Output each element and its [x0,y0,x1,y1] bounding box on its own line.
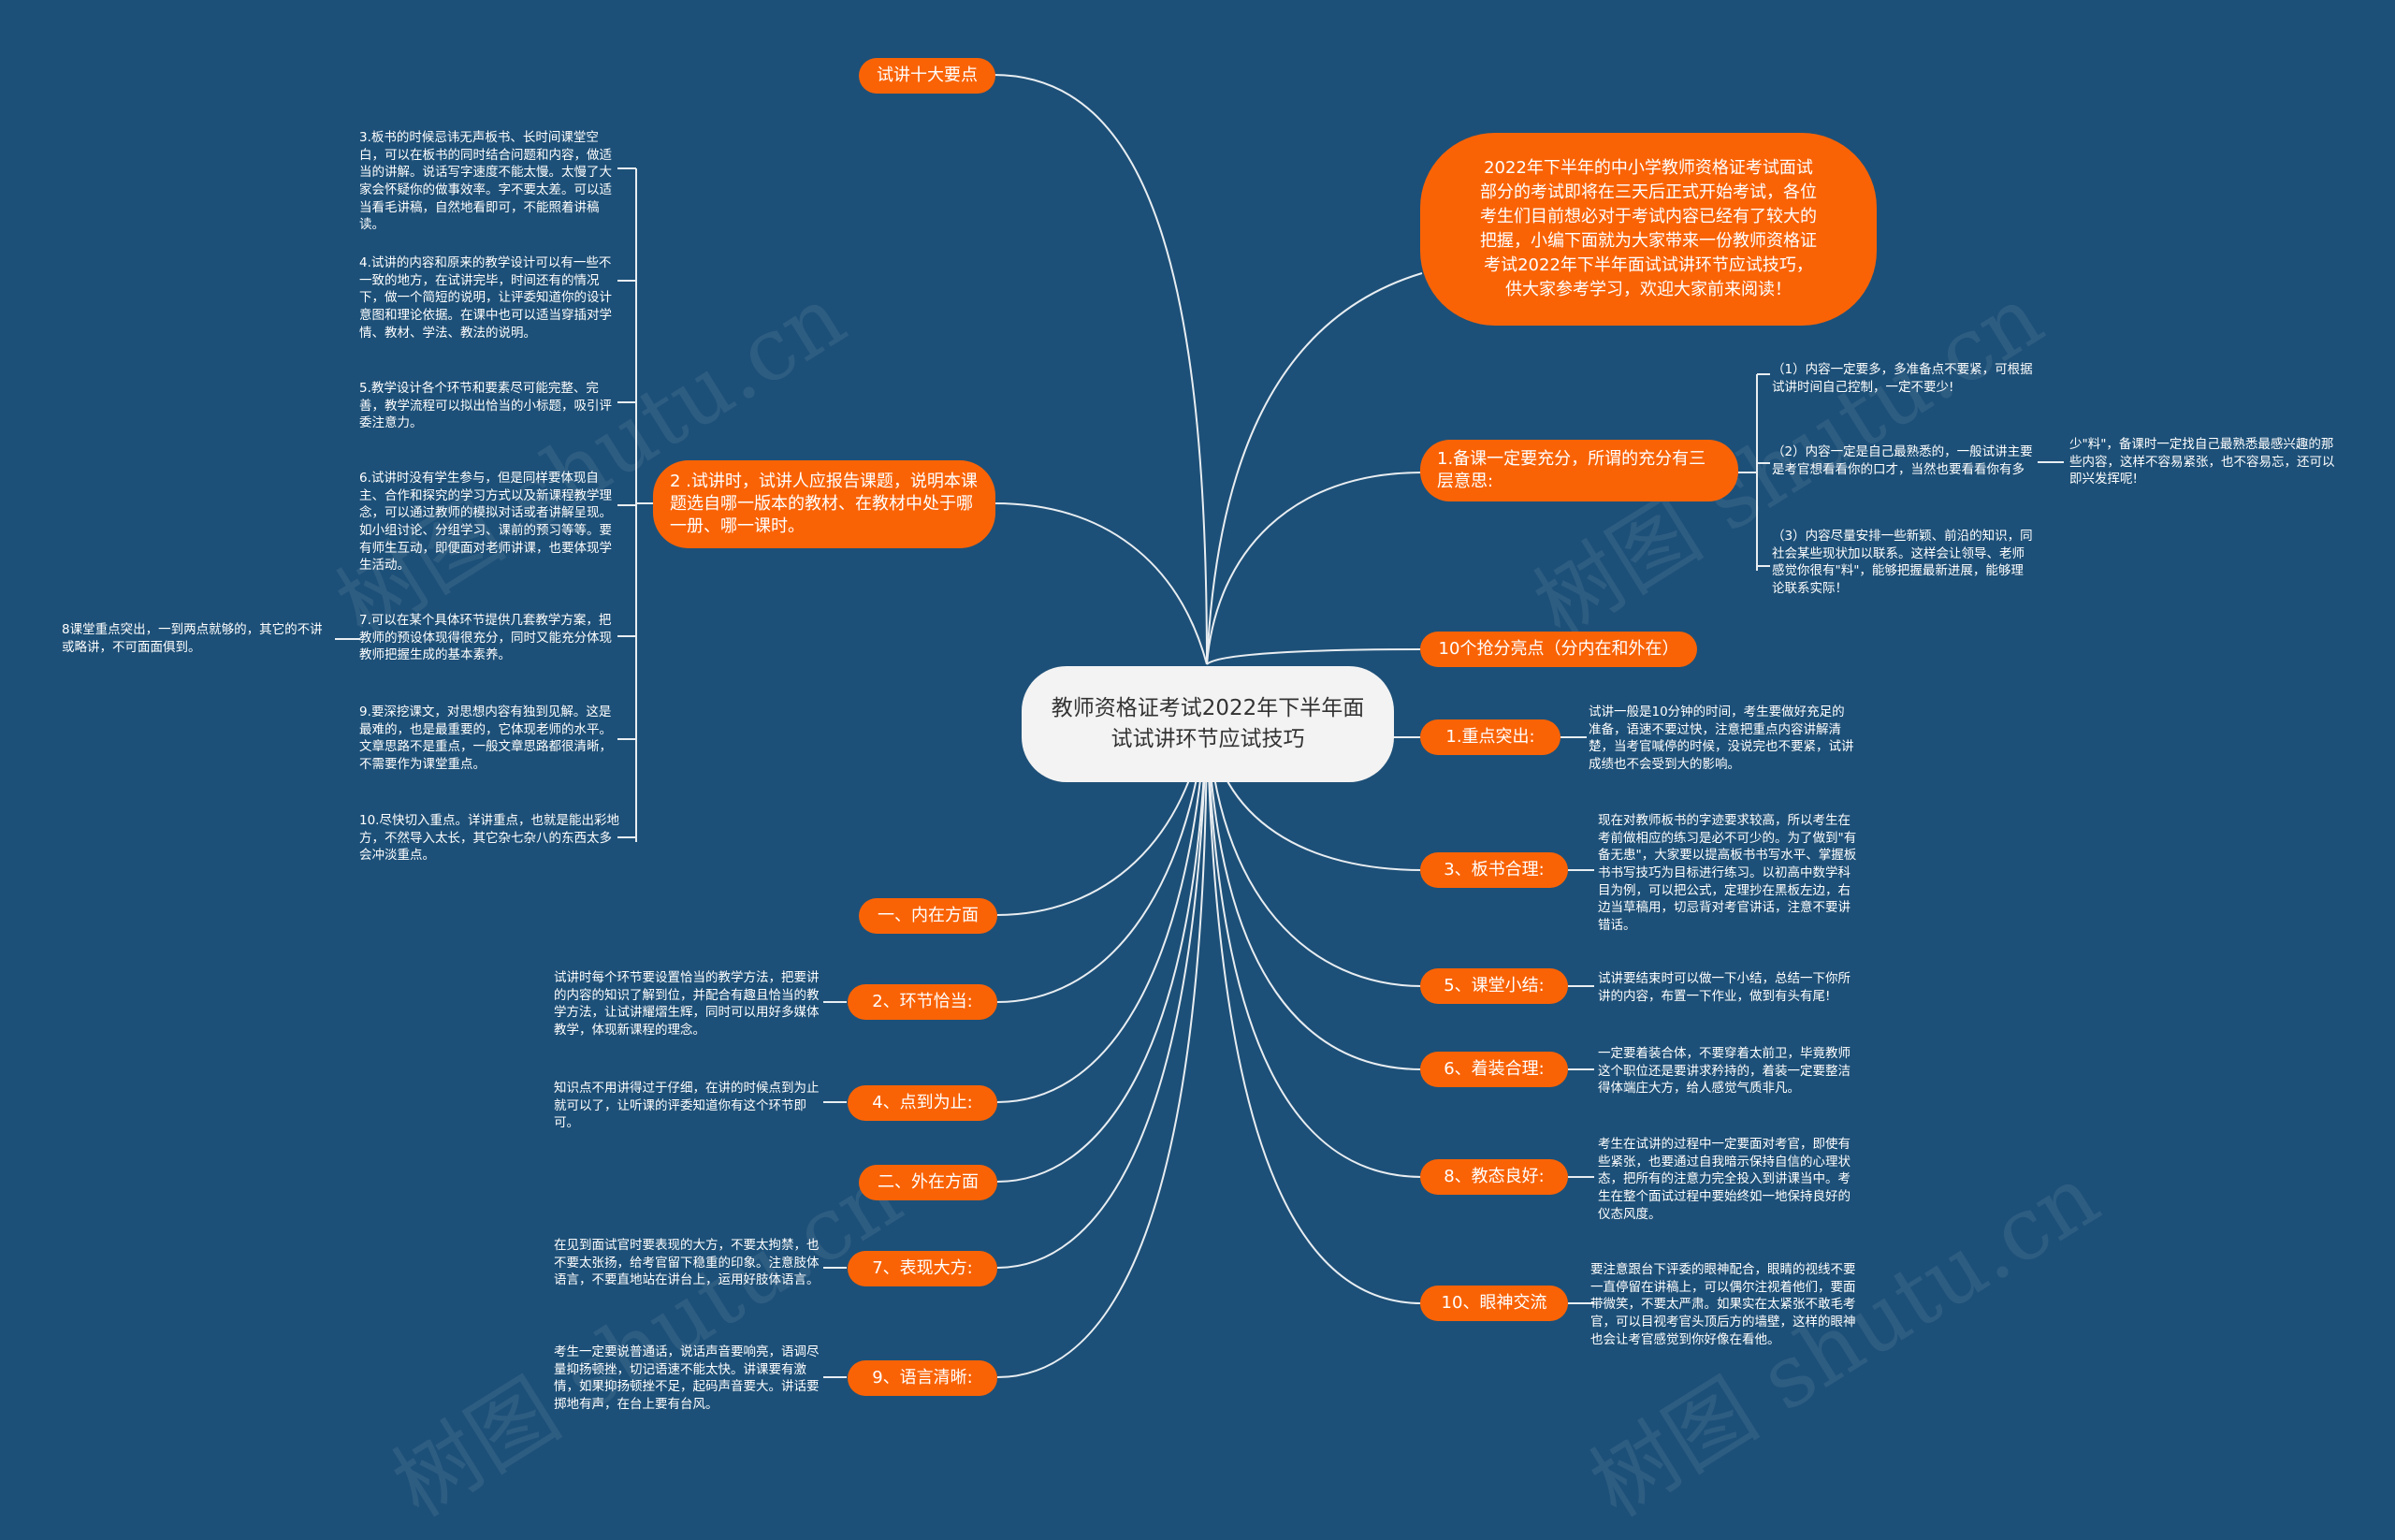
branch-inner[interactable]: 一、内在方面 [859,898,997,934]
note-10: 10.尽快切入重点。详讲重点，也就是能出彩地方，不然导入太长，其它杂七杂八的东西… [359,813,619,864]
branch-label: 9、语言清晰: [872,1367,973,1387]
branch-label: 5、课堂小结: [1444,975,1545,995]
note-jiaotai: 考生在试讲的过程中一定要面对考官，即使有些紧张，也要通过自我暗示保持自信的心理状… [1598,1137,1851,1222]
branch-label: 二、外在方面 [878,1171,979,1192]
note-yanshen: 要注意跟台下评委的眼神配合，眼睛的视线不要一直停留在讲稿上，可以偶尔注视着他们，… [1590,1262,1856,1347]
branch-zhongdian[interactable]: 1.重点突出: [1420,719,1560,755]
branch-label: 7、表现大方: [872,1257,973,1278]
note-beike-1: （1）内容一定要多，多准备点不要紧，可根据试讲时间自己控制，一定不要少! [1772,362,2033,395]
branch-label: 试讲十大要点 [877,65,978,85]
note-5: 5.教学设计各个环节和要素尽可能完整、完善，教学流程可以拟出恰当的小标题，吸引评… [359,381,612,431]
note-huanjie: 试讲时每个环节要设置恰当的教学方法，把要讲的内容的知识了解到位，并配合有趣且恰当… [554,970,820,1038]
branch-top-points[interactable]: 试讲十大要点 [859,58,995,94]
branch-outer[interactable]: 二、外在方面 [859,1165,997,1200]
branch-label: 2、环节恰当: [872,991,973,1011]
note-zhongdian: 试讲一般是10分钟的时间，考生要做好充足的准备，语速不要过快，注意把重点内容讲解… [1589,705,1854,772]
mind-map-canvas: 树图 shutu.cn 树图 shutu.cn 树图 shutu.cn 树图 s… [62,58,2335,1536]
note-beike-2: （2）内容一定是自己最熟悉的，一般试讲主要是考官想看看你的口才，当然也要看看你有… [1772,444,2033,477]
branch-report-topic[interactable]: 2 .试讲时，试讲人应报告课题，说明本课题选自哪一版本的教材、在教材中处于哪一册… [653,460,995,548]
note-6: 6.试讲时没有学生参与，但是同样要体现自主、合作和探究的学习方式以及新课程教学理… [359,471,612,574]
note-7: 7.可以在某个具体环节提供几套教学方案，把教师的预设体现得很充分，同时又能充分体… [359,613,612,663]
branch-yuyan[interactable]: 9、语言清晰: [848,1360,997,1396]
note-beike-sub: 少"料"，备课时一定找自己最熟悉最感兴趣的那些内容，这样不容易紧张，也不容易忘，… [2069,437,2335,487]
branch-ten-points[interactable]: 10个抢分亮点（分内在和外在） [1420,632,1697,667]
branch-banshu[interactable]: 3、板书合理: [1420,852,1568,888]
note-dian: 知识点不用讲得过于仔细，在讲的时候点到为止就可以了，让听课的评委知道你有这个环节… [554,1081,820,1131]
note-yuyan: 考生一定要说普通话，说话声音要响亮，语调尽量抑扬顿挫，切记语速不能太快。讲课要有… [554,1344,820,1412]
branch-label: 6、着装合理: [1444,1058,1545,1079]
branch-label: 2 .试讲时，试讲人应报告课题，说明本课题选自哪一版本的教材、在教材中处于哪一册… [670,471,978,537]
branch-label: 4、点到为止: [872,1092,973,1112]
branch-label: 10个抢分亮点（分内在和外在） [1438,638,1679,659]
note-banshu: 现在对教师板书的字迹要求较高，所以考生在考前做相应的练习是必不可少的。为了做到"… [1598,813,1857,933]
branch-biaoxian[interactable]: 7、表现大方: [848,1251,997,1286]
note-beike-3: （3）内容尽量安排一些新颖、前沿的知识，同社会某些现状加以联系。这样会让领导、老… [1772,529,2033,596]
note-xiaojie: 试讲要结束时可以做一下小结，总结一下你所讲的内容，布置一下作业，做到有头有尾! [1598,971,1851,1004]
note-8: 8课堂重点突出，一到两点就够的，其它的不讲或略讲，不可面面俱到。 [62,622,323,655]
branch-label: 3、板书合理: [1444,859,1545,879]
branch-label: 10、眼神交流 [1441,1292,1547,1313]
central-topic[interactable]: 教师资格证考试2022年下半年面试试讲环节应试技巧 [1022,666,1394,782]
note-4: 4.试讲的内容和原来的教学设计可以有一些不一致的地方，在试讲完毕，时间还有的情况… [359,255,612,341]
note-zhuangzhuang: 一定要着装合体，不要穿着太前卫，毕竟教师这个职位还是要讲求矜持的，着装一定要整洁… [1598,1046,1851,1097]
note-9: 9.要深挖课文，对思想内容有独到见解。这是最难的，也是最重要的，它体现老师的水平… [359,705,612,772]
branch-xiaojie[interactable]: 5、课堂小结: [1420,968,1568,1004]
branch-beike[interactable]: 1.备课一定要充分，所谓的充分有三层意思: [1420,440,1738,501]
branch-zhuangzhuang[interactable]: 6、着装合理: [1420,1052,1568,1087]
note-biaoxian: 在见到面试官时要表现的大方，不要太拘禁，也不要太张扬，给考官留下稳重的印象。注意… [554,1238,820,1288]
branch-label: 一、内在方面 [878,905,979,925]
central-topic-label: 教师资格证考试2022年下半年面试试讲环节应试技巧 [1051,695,1365,751]
branch-yanshen[interactable]: 10、眼神交流 [1420,1286,1568,1321]
branch-dian[interactable]: 4、点到为止: [848,1085,997,1121]
branch-label: 1.重点突出: [1445,726,1535,747]
branch-jiaotai[interactable]: 8、教态良好: [1420,1159,1568,1195]
intro-node[interactable]: 2022年下半年的中小学教师资格证考试面试部分的考试即将在三天后正式开始考试，各… [1420,133,1877,326]
branch-label: 1.备课一定要充分，所谓的充分有三层意思: [1437,448,1706,491]
note-3: 3.板书的时候忌讳无声板书、长时间课堂空白，可以在板书的同时结合问题和内容，做适… [359,130,612,233]
branch-huanjie[interactable]: 2、环节恰当: [848,984,997,1020]
branch-label: 8、教态良好: [1444,1166,1545,1186]
intro-label: 2022年下半年的中小学教师资格证考试面试部分的考试即将在三天后正式开始考试，各… [1480,157,1817,300]
